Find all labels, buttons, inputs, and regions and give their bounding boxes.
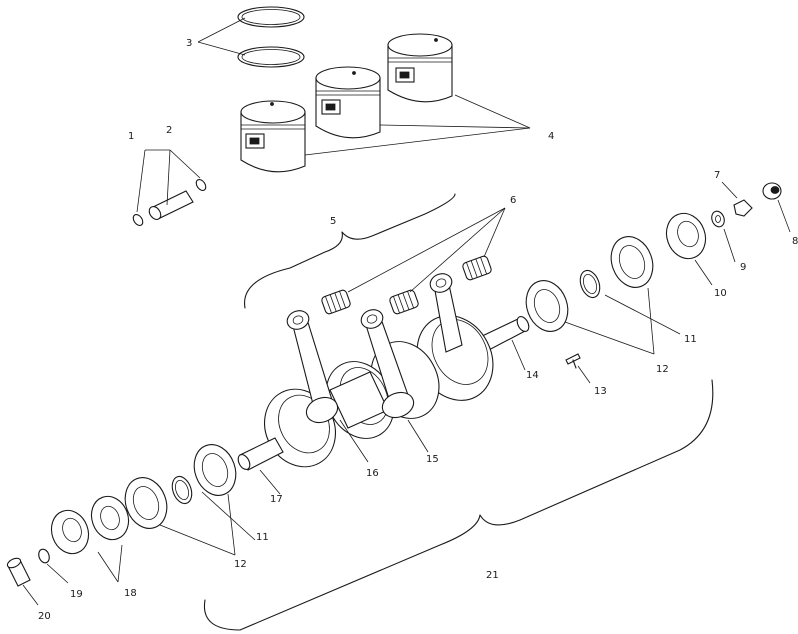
- callout-17: 17: [270, 494, 283, 505]
- piston-left: [240, 100, 306, 173]
- callout-11-right: 11: [684, 334, 697, 345]
- callout-1: 1: [128, 131, 134, 142]
- needle-bearings: [321, 255, 492, 315]
- callout-20: 20: [38, 611, 51, 622]
- callout-3: 3: [186, 38, 192, 49]
- leader-lines: [22, 17, 791, 606]
- callout-15: 15: [426, 454, 439, 465]
- callout-12-left: 12: [234, 559, 247, 570]
- callout-13: 13: [594, 386, 607, 397]
- callout-5: 5: [330, 216, 336, 227]
- callout-6: 6: [510, 195, 516, 206]
- callout-12-right: 12: [656, 364, 669, 375]
- piston-rings: [237, 6, 305, 68]
- callout-10: 10: [714, 288, 727, 299]
- connecting-rods: [286, 273, 463, 424]
- callout-21: 21: [486, 570, 499, 581]
- callout-16: 16: [366, 468, 379, 479]
- left-bearing-stack: [6, 444, 237, 587]
- callout-9: 9: [740, 262, 746, 273]
- group-braces: [203, 193, 714, 631]
- woodruff-key: [565, 353, 581, 369]
- callout-2: 2: [166, 125, 172, 136]
- piston-middle: [315, 66, 381, 139]
- callout-19: 19: [70, 589, 83, 600]
- callout-14: 14: [526, 370, 539, 381]
- callout-4: 4: [548, 131, 554, 142]
- piston-right: [387, 33, 453, 103]
- wrist-pin-assembly: [132, 179, 207, 226]
- callout-labels: 3 4 1 2 5 6 7 8 9 10 11 11 12 12 13 14 1…: [38, 38, 798, 622]
- callout-11-left: 11: [256, 532, 269, 543]
- callout-8: 8: [792, 236, 798, 247]
- callout-18: 18: [124, 588, 137, 599]
- callout-7: 7: [714, 170, 720, 181]
- right-bearing-stack: [525, 182, 782, 332]
